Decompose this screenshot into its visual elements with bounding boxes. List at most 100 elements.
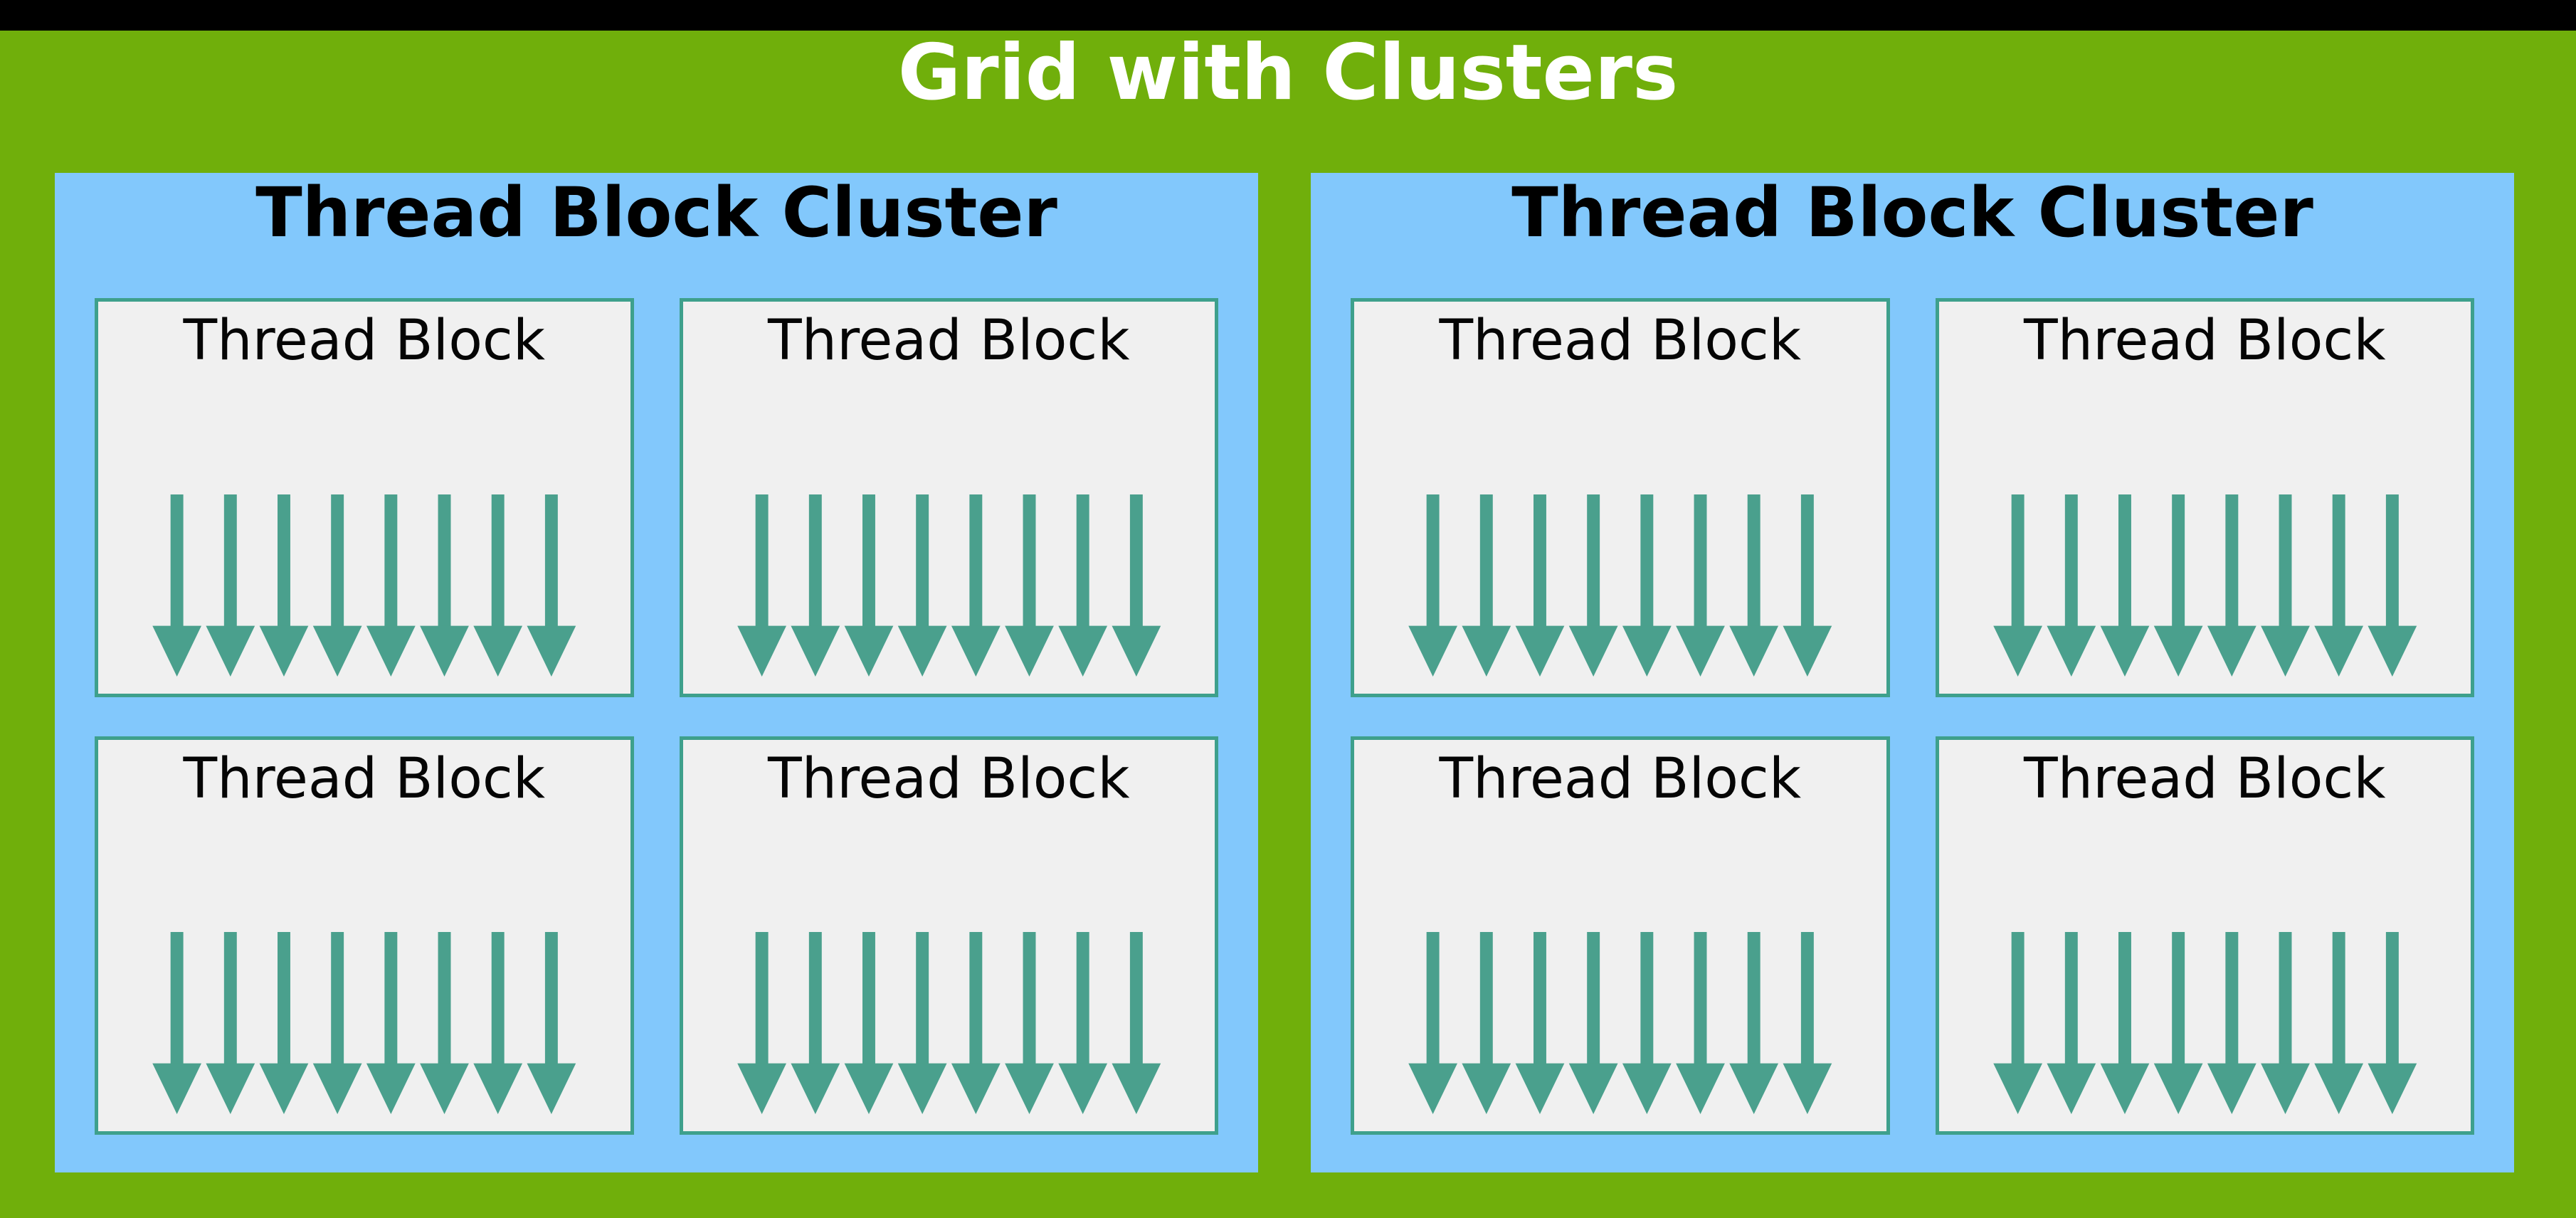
thread-arrow	[897, 494, 947, 677]
thread-arrow	[844, 494, 893, 677]
thread-arrow	[2367, 494, 2417, 677]
thread-arrow	[737, 932, 786, 1115]
thread-block: Thread Block	[95, 298, 634, 697]
thread-block-label: Thread Block	[1439, 746, 1802, 811]
thread-arrow	[527, 932, 576, 1115]
thread-block: Thread Block	[1935, 736, 2474, 1135]
thread-block: Thread Block	[95, 736, 634, 1135]
thread-arrow-group	[683, 494, 1215, 678]
thread-arrow	[1676, 494, 1725, 677]
thread-arrow	[366, 494, 416, 677]
thread-arrow	[420, 494, 469, 677]
thread-arrow	[312, 494, 362, 677]
thread-block: Thread Block	[1351, 298, 1890, 697]
thread-arrows-svg	[737, 932, 1161, 1115]
thread-arrow	[420, 932, 469, 1115]
thread-arrow	[897, 932, 947, 1115]
thread-arrow	[1729, 932, 1779, 1115]
thread-arrow	[2367, 932, 2417, 1115]
thread-arrow-group	[1354, 932, 1886, 1116]
thread-arrow	[259, 494, 309, 677]
thread-block: Thread Block	[1351, 736, 1890, 1135]
thread-arrow	[152, 494, 202, 677]
thread-block-label: Thread Block	[768, 746, 1130, 811]
thread-arrows-svg	[737, 494, 1161, 677]
thread-arrow	[2046, 932, 2096, 1115]
thread-arrow	[951, 494, 1001, 677]
thread-block: Thread Block	[679, 736, 1218, 1135]
thread-arrow	[1568, 932, 1618, 1115]
thread-arrow	[1676, 932, 1725, 1115]
thread-arrow	[2207, 494, 2256, 677]
thread-arrow	[1515, 494, 1565, 677]
thread-arrow	[2046, 494, 2096, 677]
thread-block-label: Thread Block	[2024, 309, 2386, 373]
thread-arrow	[1057, 494, 1107, 677]
thread-arrow	[527, 494, 576, 677]
thread-arrow-group	[98, 494, 630, 678]
thread-arrow	[473, 932, 523, 1115]
thread-arrow-group	[683, 932, 1215, 1116]
grid-panel: Grid with Clusters Thread Block Cluster …	[0, 31, 2576, 1218]
thread-block-cluster: Thread Block Cluster Thread Block Thread…	[55, 173, 1258, 1172]
thread-block: Thread Block	[679, 298, 1218, 697]
thread-arrow	[2100, 932, 2149, 1115]
thread-block-cluster: Thread Block Cluster Thread Block Thread…	[1311, 173, 2514, 1172]
page-title: Grid with Clusters	[897, 28, 1679, 117]
thread-arrow	[1004, 932, 1054, 1115]
thread-arrow-group	[1354, 494, 1886, 678]
thread-arrow	[1057, 932, 1107, 1115]
thread-arrow-group	[1939, 932, 2471, 1116]
thread-arrow	[1622, 932, 1672, 1115]
thread-arrow	[1622, 494, 1672, 677]
thread-arrow	[790, 932, 840, 1115]
thread-arrow	[206, 932, 255, 1115]
thread-arrow	[1004, 494, 1054, 677]
thread-block-grid: Thread Block Thread Block Thread Block T…	[95, 298, 1218, 1135]
thread-arrow-group	[98, 932, 630, 1116]
thread-arrow	[1992, 932, 2042, 1115]
thread-arrow	[2153, 494, 2203, 677]
thread-block-label: Thread Block	[768, 309, 1130, 373]
thread-arrow	[473, 494, 523, 677]
thread-arrow	[737, 494, 786, 677]
thread-arrow	[1992, 494, 2042, 677]
thread-arrow	[1568, 494, 1618, 677]
thread-arrow	[2260, 932, 2310, 1115]
thread-arrow-group	[1939, 494, 2471, 678]
thread-arrow	[366, 932, 416, 1115]
thread-arrow	[2313, 932, 2363, 1115]
thread-arrow	[312, 932, 362, 1115]
thread-arrow	[206, 494, 255, 677]
thread-block-grid: Thread Block Thread Block Thread Block T…	[1351, 298, 2474, 1135]
thread-arrow	[790, 494, 840, 677]
thread-arrow	[1729, 494, 1779, 677]
thread-arrow	[1783, 932, 1832, 1115]
thread-arrow	[951, 932, 1001, 1115]
cluster-title: Thread Block Cluster	[1511, 173, 2313, 253]
thread-arrow	[1462, 494, 1511, 677]
thread-block-label: Thread Block	[183, 746, 546, 811]
thread-arrow	[1462, 932, 1511, 1115]
cluster-title: Thread Block Cluster	[255, 173, 1057, 253]
thread-arrows-svg	[1992, 494, 2417, 677]
thread-arrow	[1111, 494, 1161, 677]
thread-arrow	[1408, 494, 1458, 677]
thread-arrow	[2153, 932, 2203, 1115]
thread-block-label: Thread Block	[183, 309, 546, 373]
thread-arrow	[2207, 932, 2256, 1115]
thread-arrows-svg	[152, 494, 576, 677]
thread-arrow	[1408, 932, 1458, 1115]
thread-arrow	[2313, 494, 2363, 677]
thread-arrow	[844, 932, 893, 1115]
thread-arrow	[152, 932, 202, 1115]
thread-arrow	[259, 932, 309, 1115]
thread-arrow	[1111, 932, 1161, 1115]
thread-arrows-svg	[1408, 932, 1832, 1115]
thread-arrows-svg	[152, 932, 576, 1115]
thread-block-label: Thread Block	[2024, 746, 2386, 811]
thread-arrow	[2260, 494, 2310, 677]
thread-arrows-svg	[1992, 932, 2417, 1115]
thread-arrow	[1515, 932, 1565, 1115]
